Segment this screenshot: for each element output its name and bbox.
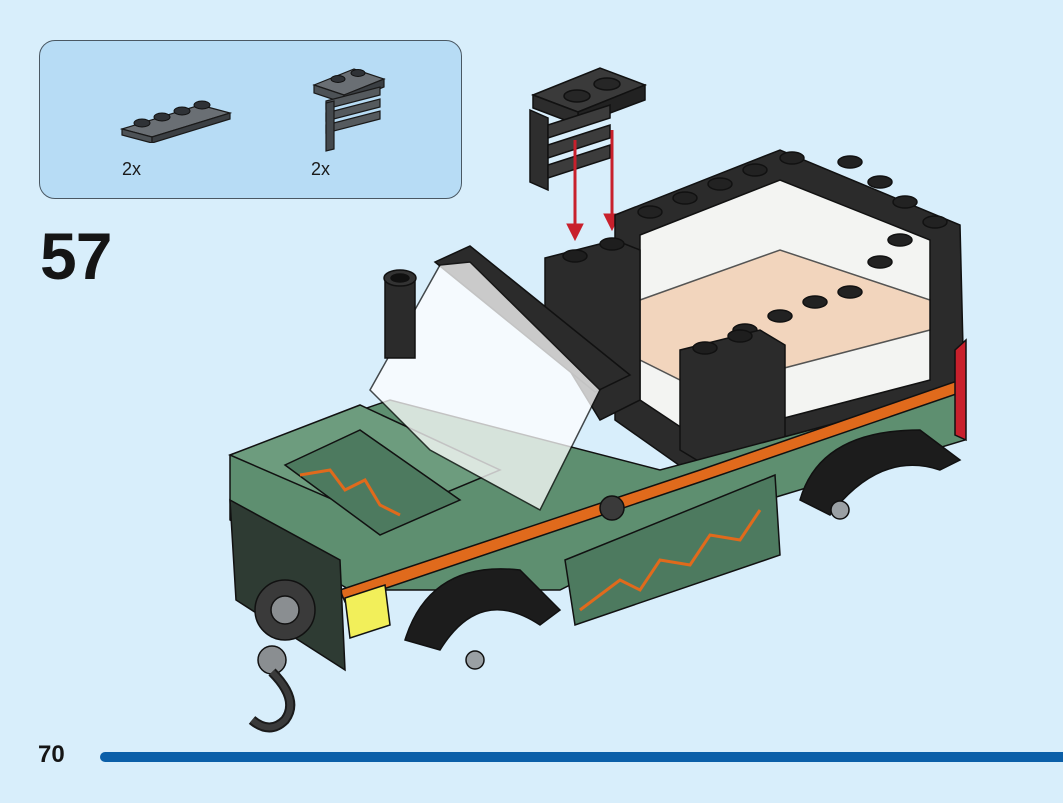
part-quantity: 2x <box>122 159 142 179</box>
plate-1x4-part-icon <box>120 91 232 143</box>
page-number: 70 <box>38 741 65 768</box>
placement-arrows <box>566 130 621 242</box>
parts-list-box: 2x 2x <box>39 40 462 199</box>
progress-bar <box>100 752 1063 762</box>
bracket-plate-part-icon <box>308 63 388 153</box>
step-number: 57 <box>40 219 112 293</box>
incoming-bracket-part <box>529 67 648 192</box>
part-quantity: 2x <box>311 159 331 179</box>
truck-body <box>228 149 967 733</box>
